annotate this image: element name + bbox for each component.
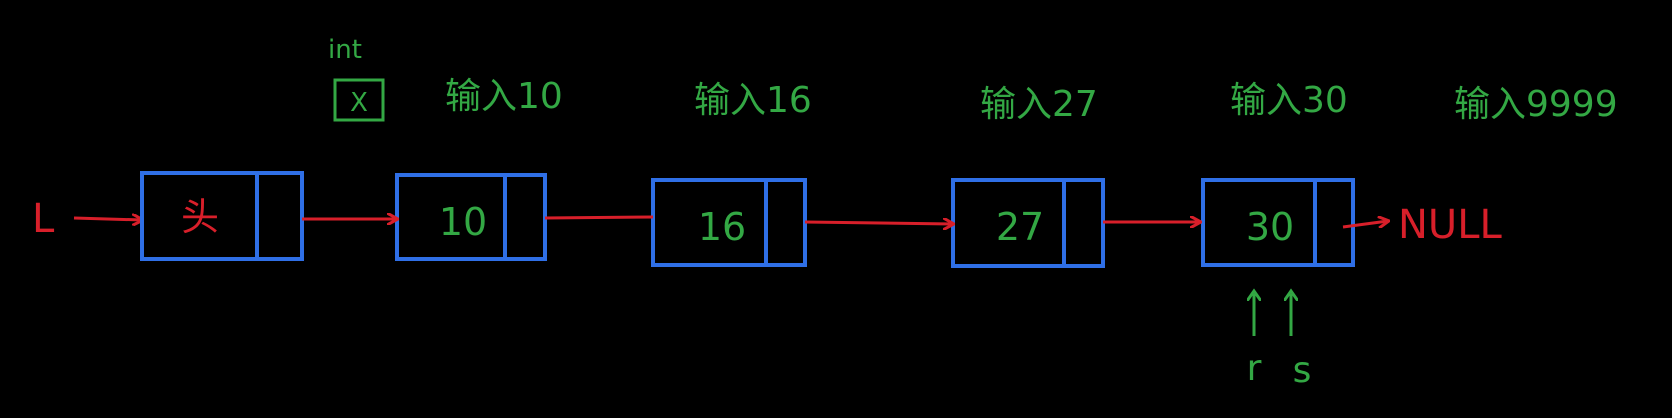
list-node-head: 头: [140, 171, 304, 261]
pointer-r-label: r: [1247, 348, 1262, 389]
list-node-30: 30: [1201, 178, 1355, 267]
node-value: 头: [181, 195, 219, 239]
head-pointer-arrow: [73, 218, 142, 220]
x-variable-type: int: [328, 35, 362, 65]
node-value: 30: [1246, 205, 1294, 249]
list-node-16: 16: [651, 178, 807, 267]
null-label: NULL: [1398, 202, 1502, 248]
pointer-s-label: s: [1293, 350, 1312, 391]
next-arrow: [804, 222, 953, 224]
input-annotation: 输入16: [694, 80, 812, 121]
node-value: 27: [996, 205, 1044, 249]
head-pointer-label: L: [32, 196, 55, 242]
list-node-10: 10: [395, 173, 547, 261]
null-arrow: [1342, 221, 1388, 229]
input-annotation: 输入10: [445, 76, 563, 117]
list-node-27: 27: [951, 178, 1105, 268]
x-variable-name: X: [350, 88, 368, 118]
input-annotation: 输入9999: [1454, 84, 1618, 125]
next-link: [544, 215, 654, 220]
node-value: 10: [439, 200, 487, 244]
x-variable-box: [333, 78, 385, 122]
node-value: 16: [698, 205, 746, 249]
input-annotation: 输入27: [980, 84, 1098, 125]
input-annotation: 输入30: [1230, 80, 1348, 121]
